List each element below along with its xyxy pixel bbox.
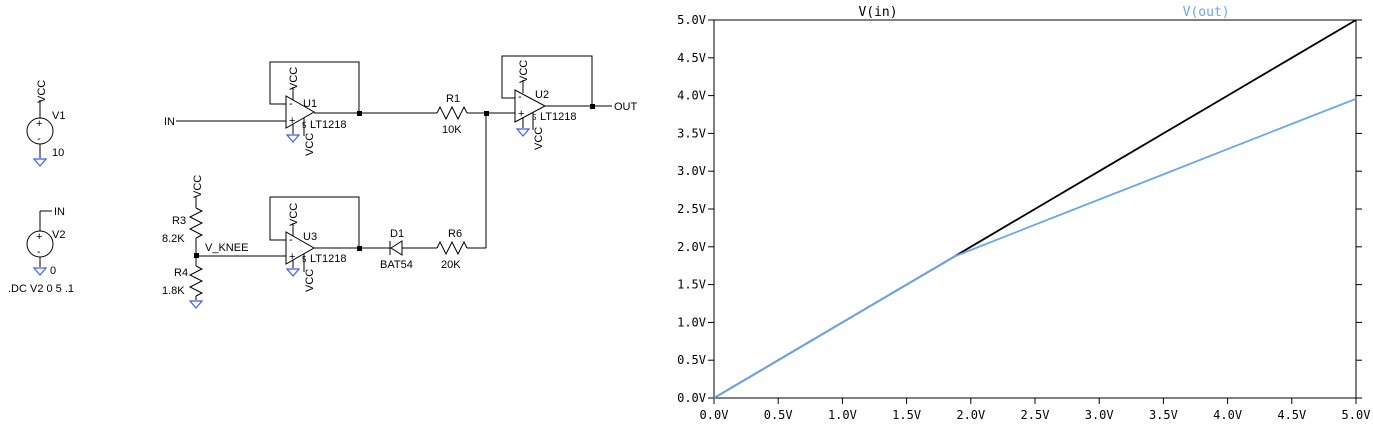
- ground-icon: [33, 158, 47, 167]
- x-tick-label: 1.0V: [828, 408, 857, 422]
- u3-pin: 5: [302, 255, 307, 264]
- y-tick-label: 1.5V: [677, 278, 706, 292]
- dc-sweep-directive[interactable]: .DC V2 0 5 .1: [8, 283, 74, 295]
- net-label-vcc-r3: VCC: [192, 175, 204, 198]
- r4-ref: R4: [174, 267, 188, 279]
- voltage-source-v1[interactable]: + - VCC V1 10: [26, 80, 65, 167]
- x-tick-label: 3.5V: [1149, 408, 1178, 422]
- u2-model: LT1218: [540, 111, 577, 123]
- ground-icon: [286, 268, 300, 277]
- legend-label-1[interactable]: V(out): [1183, 5, 1230, 20]
- net-label-out: OUT: [614, 101, 638, 113]
- u1-model: LT1218: [310, 119, 347, 131]
- v2-value: 0: [50, 265, 56, 277]
- opamp-u2[interactable]: + - VCC VCC U2 5 LT1218 OUT: [485, 55, 638, 248]
- net-label-in-v2: IN: [54, 206, 65, 218]
- x-tick-label: 0.5V: [764, 408, 793, 422]
- series-line-1[interactable]: [713, 97, 1357, 399]
- x-tick-label: 3.0V: [1085, 408, 1114, 422]
- ground-icon: [286, 134, 300, 143]
- v1-value: 10: [52, 147, 64, 159]
- r6-value: 20K: [441, 259, 461, 271]
- x-tick-label: 0.0V: [700, 408, 729, 422]
- ground-icon: [516, 128, 530, 137]
- net-label-in: IN: [164, 116, 175, 128]
- u2-pin: 5: [532, 113, 537, 122]
- y-tick-label: 3.5V: [677, 126, 706, 140]
- v2-ref: V2: [52, 229, 65, 241]
- x-tick-label: 4.0V: [1213, 408, 1242, 422]
- x-tick-label: 2.5V: [1021, 408, 1050, 422]
- r3-ref: R3: [172, 215, 186, 227]
- y-tick-label: 4.0V: [677, 89, 706, 103]
- y-tick-label: 1.0V: [677, 315, 706, 329]
- schematic-canvas[interactable]: + - VCC V1 10 + - IN V2 0 .DC V2 0 5 .1 …: [0, 0, 640, 429]
- x-tick-label: 2.0V: [956, 408, 985, 422]
- u1-pin: 5: [302, 121, 307, 130]
- diode-d1[interactable]: D1 BAT54: [380, 228, 437, 271]
- y-tick-label: 2.5V: [677, 202, 706, 216]
- u3-vcc-top: VCC: [288, 203, 300, 226]
- r6-ref: R6: [448, 228, 462, 240]
- resistor-r4[interactable]: R4 1.8K: [162, 256, 204, 309]
- r4-value: 1.8K: [162, 285, 185, 297]
- minus-sign: -: [289, 234, 293, 246]
- y-tick-label: 2.0V: [677, 240, 706, 254]
- x-tick-label: 5.0V: [1342, 408, 1371, 422]
- u3-model: LT1218: [310, 253, 347, 265]
- u2-ref: U2: [535, 89, 549, 101]
- minus-sign: -: [289, 98, 293, 110]
- plus-sign: +: [36, 118, 42, 130]
- u2-vcc-top: VCC: [518, 60, 530, 83]
- v1-ref: V1: [52, 110, 65, 122]
- d1-model: BAT54: [380, 259, 413, 271]
- y-tick-label: 4.5V: [677, 51, 706, 65]
- plus-sign: +: [289, 251, 295, 263]
- u1-ref: U1: [303, 98, 317, 110]
- r1-value: 10K: [442, 124, 462, 136]
- resistor-r3[interactable]: VCC R3 8.2K: [162, 175, 204, 256]
- u1-vcc-bottom: VCC: [304, 133, 316, 156]
- opamp-u1[interactable]: IN + - VCC VCC U1 5 LT1218: [164, 61, 362, 156]
- r1-ref: R1: [446, 93, 460, 105]
- d1-ref: D1: [390, 228, 404, 240]
- net-label-vknee: V_KNEE: [205, 242, 248, 254]
- waveform-plot[interactable]: 0.0V 0.5V 1.0V 1.5V 2.0V 2.5V 3.0V 3.5V 4.0V 4.5V…: [640, 0, 1373, 429]
- minus-sign: -: [518, 91, 522, 103]
- y-tick-label: 0.5V: [677, 353, 706, 367]
- net-label-vcc-v1: VCC: [36, 80, 48, 103]
- voltage-source-v2[interactable]: + - IN V2 0: [26, 206, 65, 277]
- u3-vcc-bottom: VCC: [304, 269, 316, 292]
- y-tick-label: 3.0V: [677, 164, 706, 178]
- u2-vcc-bottom: VCC: [533, 127, 545, 150]
- resistor-r1[interactable]: R1 10K: [362, 93, 486, 136]
- minus-sign: -: [37, 133, 41, 145]
- ground-icon: [33, 267, 47, 276]
- ground-icon: [189, 300, 203, 309]
- y-tick-label: 0.0V: [677, 391, 706, 405]
- resistor-r6[interactable]: R6 20K: [436, 228, 486, 271]
- plus-sign: +: [36, 231, 42, 243]
- r3-value: 8.2K: [162, 233, 185, 245]
- x-tick-label: 4.5V: [1277, 408, 1306, 422]
- opamp-u3[interactable]: + - VCC VCC U3 5 LT1218: [196, 196, 390, 292]
- plus-sign: +: [518, 108, 524, 120]
- plus-sign: +: [289, 115, 295, 127]
- y-tick-label: 5.0V: [677, 13, 706, 27]
- u1-vcc-top: VCC: [288, 67, 300, 90]
- minus-sign: -: [37, 246, 41, 258]
- x-tick-label: 1.5V: [892, 408, 921, 422]
- legend-label-0[interactable]: V(in): [858, 5, 897, 20]
- u3-ref: U3: [303, 231, 317, 243]
